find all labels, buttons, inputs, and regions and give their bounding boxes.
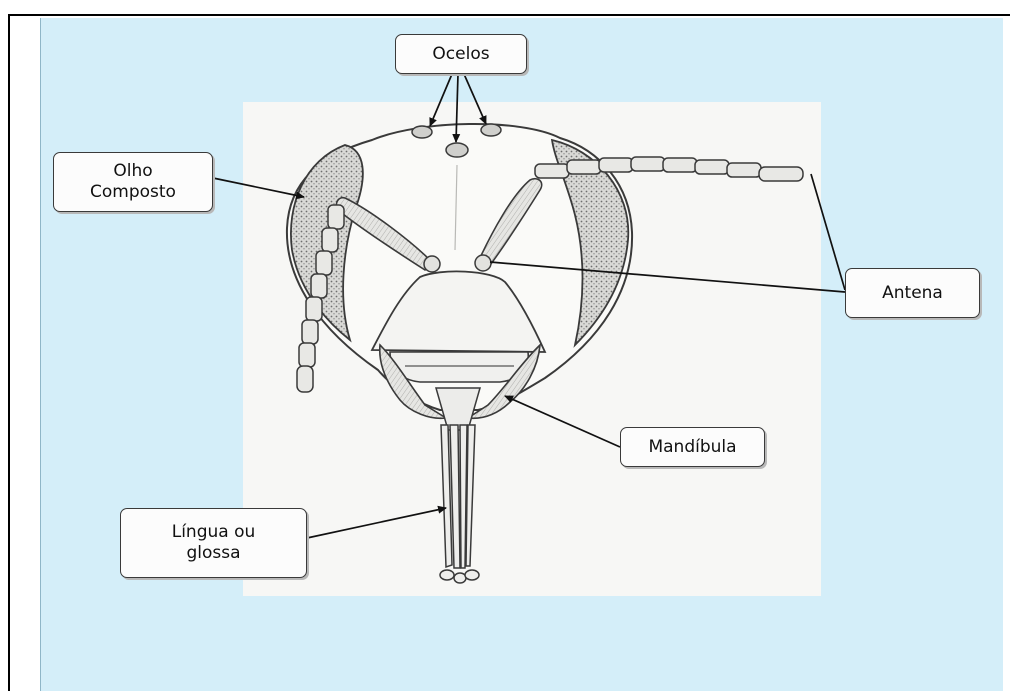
left-antenna-socket bbox=[424, 256, 440, 272]
label-ocelos: Ocelos bbox=[395, 34, 527, 74]
label-olho-composto-text: Olho Composto bbox=[90, 161, 176, 203]
label-lingua-text: Língua ou glossa bbox=[172, 522, 256, 564]
label-antena: Antena bbox=[845, 268, 980, 318]
ocellus-left bbox=[412, 126, 432, 138]
label-ocelos-text: Ocelos bbox=[432, 44, 489, 65]
right-antenna-socket bbox=[475, 255, 491, 271]
labrum bbox=[390, 352, 528, 382]
ocellus-right bbox=[481, 124, 501, 136]
label-mandibula-text: Mandíbula bbox=[648, 437, 736, 458]
ocellus-middle bbox=[446, 143, 468, 157]
label-olho-composto: Olho Composto bbox=[53, 152, 213, 212]
label-antena-text: Antena bbox=[882, 283, 943, 304]
label-mandibula: Mandíbula bbox=[620, 427, 765, 467]
label-lingua: Língua ou glossa bbox=[120, 508, 307, 578]
